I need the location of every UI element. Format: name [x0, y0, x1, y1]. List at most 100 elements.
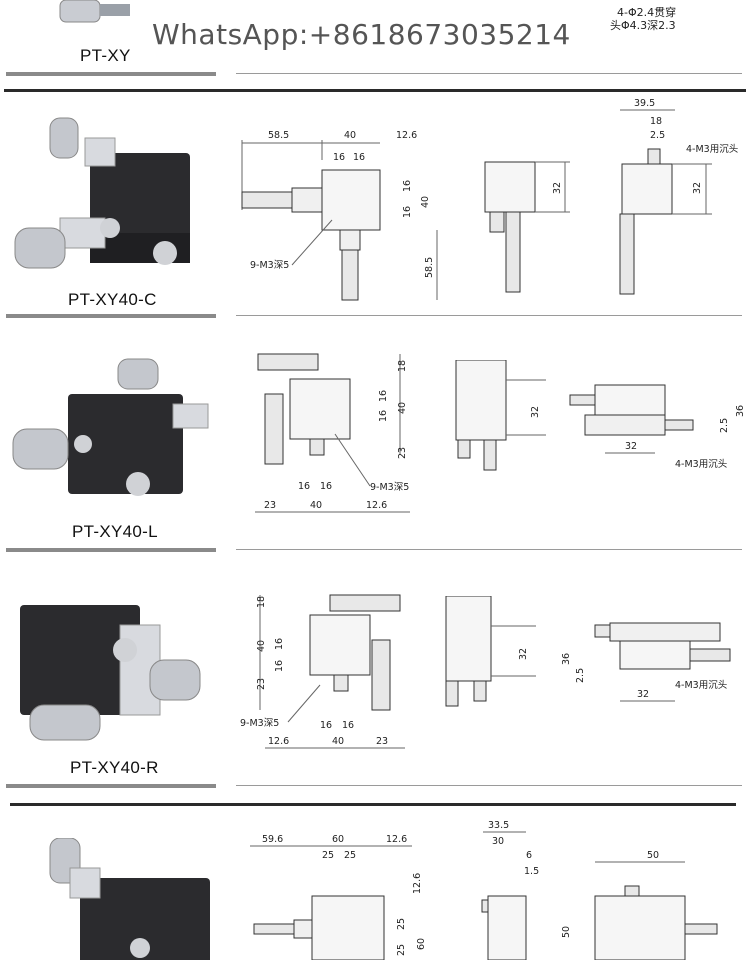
dim-16d: 16 — [320, 481, 332, 492]
dim-32: 32 — [552, 182, 563, 194]
top-label-underline — [6, 72, 216, 76]
dim-23: 23 — [264, 500, 276, 511]
dim-36: 36 — [735, 405, 745, 417]
section-divider — [236, 549, 742, 550]
note-9-m3: 9-M3深5 — [370, 482, 409, 493]
dim-16d: 16 — [402, 206, 413, 218]
label-underline — [6, 784, 216, 788]
dim-58-5: 58.5 — [268, 130, 289, 141]
dim-16c: 16 — [320, 720, 332, 731]
dim-32: 32 — [530, 406, 541, 418]
section-xy60: 59.6 60 12.6 25 25 12.6 25 25 60 33.5 30… — [0, 806, 750, 960]
dim-12-6: 12.6 — [268, 736, 289, 747]
dim-32: 32 — [518, 648, 529, 660]
dim-33-5: 33.5 — [488, 820, 509, 831]
dim-25c: 25 — [396, 918, 407, 930]
label-underline — [6, 548, 216, 552]
section-divider — [236, 785, 742, 786]
dim-16b: 16 — [353, 152, 365, 163]
top-note-2: 头Φ4.3深2.3 — [610, 19, 676, 32]
drawing-top-view: 18 40 16 16 23 9-M3深5 16 16 12.6 40 23 — [240, 594, 405, 749]
drawing-side-view: 32 — [455, 360, 546, 471]
section-xy40-c: PT-XY40-C 58.5 40 12.6 16 16 16 16 40 58… — [0, 92, 750, 322]
stage-photo-xy40-l — [12, 358, 209, 496]
drawing-top-view: 59.6 60 12.6 25 25 12.6 25 25 60 — [250, 834, 427, 960]
section-divider-bottom — [10, 803, 736, 806]
stage-photo-xy40-c — [14, 117, 190, 269]
dim-39-5: 39.5 — [634, 98, 655, 109]
dim-40v: 40 — [256, 640, 267, 652]
dim-30: 30 — [492, 836, 504, 847]
drawing-top-view: 18 16 16 40 23 16 16 9-M3深5 23 40 12.6 — [255, 353, 410, 513]
section-divider-top — [4, 89, 746, 92]
drawing-front-view: 36 2.5 32 4-M3用沉头 — [569, 384, 745, 470]
dim-40v: 40 — [397, 402, 408, 414]
dim-16b: 16 — [274, 660, 285, 672]
top-product-photo — [50, 0, 140, 40]
dim-58-5v: 58.5 — [424, 257, 435, 278]
dim-40: 40 — [344, 130, 356, 141]
dim-16a: 16 — [333, 152, 345, 163]
dim-6: 6 — [526, 850, 532, 861]
dim-60: 60 — [332, 834, 344, 845]
product-label: PT-XY40-C — [68, 290, 157, 309]
dim-16d: 16 — [342, 720, 354, 731]
label-underline — [6, 314, 216, 318]
drawing-front-view: 39.5 18 2.5 4-M3用沉头 32 — [619, 98, 738, 295]
dim-12-6v: 12.6 — [412, 873, 423, 894]
drawing-side-view: 32 — [484, 161, 570, 293]
note-4-m3: 4-M3用沉头 — [675, 458, 727, 470]
dim-60v: 60 — [416, 938, 427, 950]
dim-23: 23 — [376, 736, 388, 747]
top-divider — [236, 73, 742, 74]
micrometer-photo-partial — [59, 0, 130, 23]
dim-50v: 50 — [561, 926, 572, 938]
dim-25a: 25 — [322, 850, 334, 861]
dim-25b: 25 — [344, 850, 356, 861]
dim-23v: 23 — [397, 447, 408, 459]
dim-36: 36 — [561, 653, 572, 665]
dim-12-6: 12.6 — [366, 500, 387, 511]
section-xy40-r: PT-XY40-R 18 40 16 16 23 9-M3深5 16 16 12… — [0, 568, 750, 796]
dim-16a: 16 — [378, 390, 389, 402]
product-label: PT-XY40-R — [70, 758, 159, 777]
drawing-top-view: 58.5 40 12.6 16 16 16 16 40 58.5 9-M3深5 — [241, 130, 438, 301]
note-9-m3: 9-M3深5 — [240, 718, 279, 729]
note-9-m3: 9-M3深5 — [250, 260, 289, 271]
dim-32b: 32 — [692, 182, 703, 194]
dim-2-5: 2.5 — [650, 130, 665, 141]
dim-16c: 16 — [298, 481, 310, 492]
dim-12-6: 12.6 — [396, 130, 417, 141]
note-4-m3: 4-M3用沉头 — [675, 679, 727, 691]
dim-18: 18 — [256, 596, 267, 608]
dim-2-5: 2.5 — [575, 668, 586, 683]
section-divider — [236, 315, 742, 316]
dim-16b: 16 — [378, 410, 389, 422]
dim-50: 50 — [647, 850, 659, 861]
dim-16a: 16 — [274, 638, 285, 650]
drawing-side-view: 32 — [445, 596, 536, 707]
stage-photo-xy60 — [49, 838, 210, 960]
dim-40: 40 — [332, 736, 344, 747]
dim-32b: 32 — [637, 689, 649, 700]
whatsapp-watermark: WhatsApp:+8618673035214 — [152, 18, 571, 51]
dim-12-6: 12.6 — [386, 834, 407, 845]
dim-40: 40 — [310, 500, 322, 511]
dim-2-5: 2.5 — [719, 418, 730, 433]
drawing-side-view: 33.5 30 6 1.5 — [481, 820, 539, 960]
dim-18: 18 — [650, 116, 662, 127]
dim-32b: 32 — [625, 441, 637, 452]
note-4-m3: 4-M3用沉头 — [686, 143, 738, 155]
drawing-front-view: 36 2.5 32 4-M3用沉头 — [561, 622, 731, 702]
dim-23v: 23 — [256, 678, 267, 690]
dim-59-6: 59.6 — [262, 834, 283, 845]
drawing-front-view: 50 50 — [561, 850, 718, 960]
top-note-1: 4-Φ2.4贯穿 — [617, 6, 677, 19]
product-label: PT-XY40-L — [72, 522, 158, 541]
section-xy40-l: PT-XY40-L 18 16 16 40 23 16 16 9-M3深5 23… — [0, 330, 750, 556]
dim-25d: 25 — [396, 944, 407, 956]
dim-40v: 40 — [420, 196, 431, 208]
dim-1-5: 1.5 — [524, 866, 539, 877]
stage-photo-xy40-r — [20, 605, 201, 741]
dim-18: 18 — [397, 360, 408, 372]
